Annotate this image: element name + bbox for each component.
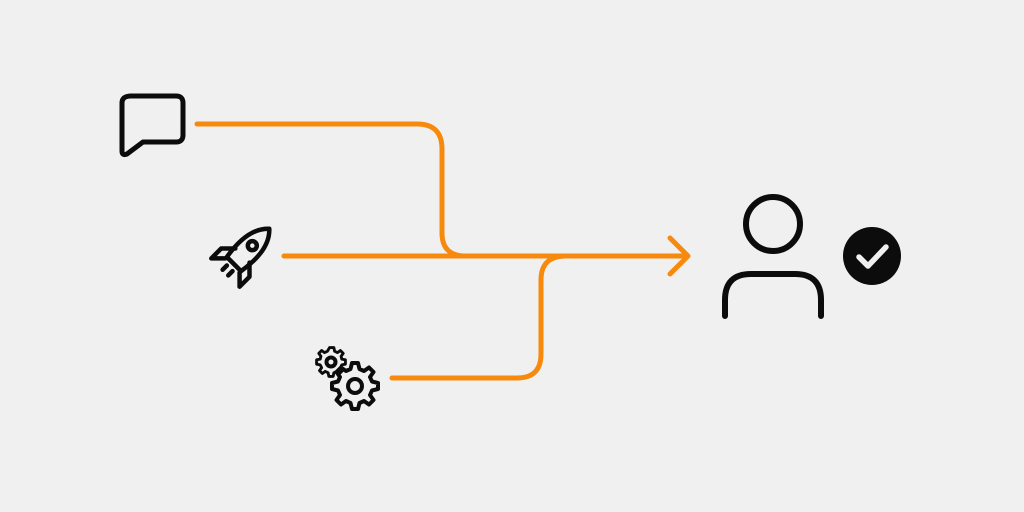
connectors — [194, 121, 691, 381]
connector-chat — [194, 121, 469, 259]
arrow-head — [667, 235, 691, 277]
user-icon — [722, 194, 824, 319]
check-circle-icon — [843, 227, 901, 285]
rocket-icon — [209, 226, 272, 289]
chat-bubble-icon — [119, 93, 186, 158]
gears-icon — [315, 346, 380, 411]
connector-gears — [389, 253, 569, 381]
